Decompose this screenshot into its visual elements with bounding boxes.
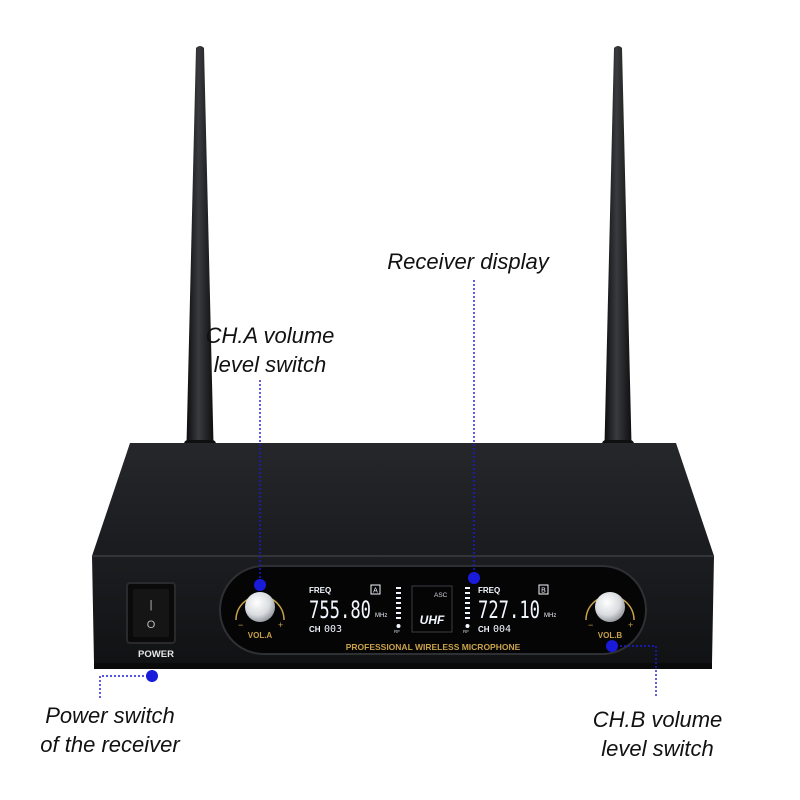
svg-text:+: + — [628, 620, 633, 630]
front-panel: PROFESSIONAL WIRELESS MICROPHONE — [219, 565, 647, 655]
vol-a-label: VOL.A — [248, 631, 273, 640]
lcd-channel-a: FREQ A 755.80 MHz CH 003 RF — [309, 584, 401, 635]
power-label: POWER — [138, 649, 174, 660]
vol-a-knob[interactable]: − + VOL.A — [235, 592, 285, 640]
channel-a-badge: A — [373, 588, 378, 595]
svg-text:RF: RF — [463, 629, 469, 634]
ch-b-value: 004 — [493, 624, 511, 635]
vol-b-label: VOL.B — [598, 631, 623, 640]
svg-text:CH: CH — [478, 625, 490, 634]
marker-power — [146, 670, 158, 682]
marker-ch-a — [254, 579, 266, 591]
callout-receiver-display: Receiver display — [387, 249, 549, 274]
svg-text:+: + — [278, 620, 283, 630]
panel-title: PROFESSIONAL WIRELESS MICROPHONE — [346, 642, 521, 652]
svg-text:ASC: ASC — [434, 592, 448, 599]
svg-text:−: − — [588, 620, 593, 630]
antenna-right — [602, 46, 634, 465]
power-on-symbol: | — [150, 599, 153, 611]
svg-text:MHz: MHz — [375, 613, 387, 619]
lcd-center: ASC UHF — [411, 585, 453, 633]
vol-b-knob[interactable]: − + VOL.B — [585, 592, 635, 640]
callout-leaders — [99, 280, 657, 700]
callout-power: Power switch of the receiver — [40, 703, 180, 757]
callout-ch-b: CH.B volume level switch — [592, 707, 723, 761]
marker-ch-b — [606, 640, 618, 652]
svg-text:RF: RF — [394, 629, 400, 634]
marker-display — [468, 572, 480, 584]
uhf-label: UHF — [420, 613, 445, 627]
ch-a-value: 003 — [324, 624, 342, 635]
svg-text:FREQ: FREQ — [478, 586, 500, 595]
svg-text:CH: CH — [309, 625, 321, 634]
svg-text:−: − — [238, 620, 243, 630]
svg-text:FREQ: FREQ — [309, 586, 331, 595]
antenna-left — [184, 46, 216, 465]
power-switch[interactable]: | O — [126, 582, 176, 644]
power-off-symbol: O — [147, 619, 156, 631]
callout-ch-a: CH.A volume level switch — [205, 323, 335, 377]
channel-b-badge: B — [541, 588, 546, 595]
freq-a-value: 755.80 — [309, 596, 371, 624]
lcd-channel-b: RF FREQ B 727.10 MHz CH 004 — [463, 584, 556, 635]
svg-text:MHz: MHz — [544, 613, 556, 619]
freq-b-value: 727.10 — [478, 596, 540, 624]
